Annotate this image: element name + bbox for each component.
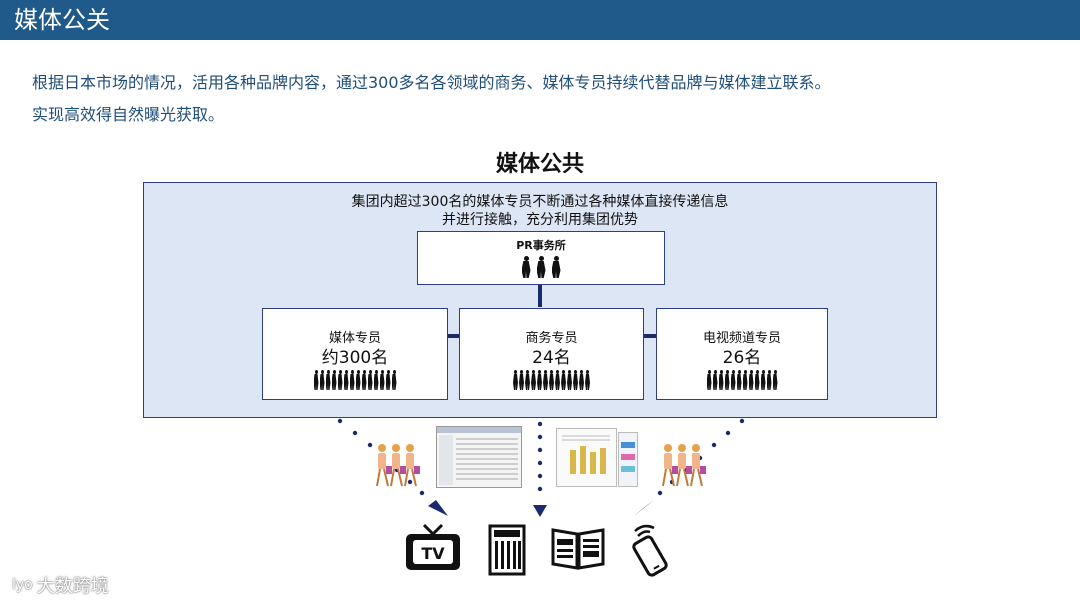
watermark-text: 大数跨境 <box>36 576 109 597</box>
watermark: lyo 大数跨境 <box>12 572 109 598</box>
newspaper-icon <box>488 524 526 576</box>
role-box-business: 商务专员 24名 <box>459 308 644 400</box>
pr-office-label: PR事务所 <box>516 239 566 252</box>
header-bar: 媒体公关 <box>0 0 1080 40</box>
crowd-icon <box>657 370 827 390</box>
tv-icon: TV <box>406 523 460 570</box>
role-count: 24名 <box>532 348 571 368</box>
group-description: 集团内超过300名的媒体专员不断通过各种媒体直接传递信息 并进行接触，充分利用集… <box>143 193 937 229</box>
group-description-line-1: 集团内超过300名的媒体专员不断通过各种媒体直接传递信息 <box>351 194 729 210</box>
connector-right <box>644 334 656 338</box>
watermark-logo: lyo <box>12 577 33 593</box>
role-box-tv: 电视频道专员 26名 <box>656 308 828 400</box>
connector-left <box>448 334 459 338</box>
shoppers-illustration-icon <box>376 444 420 487</box>
group-description-line-2: 并进行接触，充分利用集团优势 <box>442 212 638 228</box>
role-name: 电视频道专员 <box>702 331 781 346</box>
tv-label: TV <box>421 544 445 563</box>
businesspeople-icon <box>418 256 664 278</box>
spreadsheet-thumbnail <box>436 426 522 488</box>
crowd-icon <box>263 370 447 390</box>
intro-line-1: 根据日本市场的情况，活用各种品牌内容，通过300多名各领域的商务、媒体专员持续代… <box>32 73 831 92</box>
smartphone-icon <box>632 524 668 577</box>
connector-vertical <box>538 285 542 307</box>
role-count: 26名 <box>722 348 762 368</box>
magazine-icon <box>551 528 605 570</box>
role-box-media: 媒体专员 约300名 <box>262 308 448 400</box>
crowd-icon <box>460 370 643 390</box>
page-title: 媒体公关 <box>14 6 110 34</box>
role-name: 媒体专员 <box>328 331 381 346</box>
shoppers-illustration-icon <box>662 444 706 487</box>
role-name: 商务专员 <box>525 331 578 346</box>
intro-line-2: 实现高效得自然曝光获取。 <box>32 105 225 124</box>
pr-office-box: PR事务所 <box>417 231 665 285</box>
diagram-title: 媒体公共 <box>495 152 584 177</box>
report-thumbnail <box>556 428 638 487</box>
role-count: 约300名 <box>321 348 389 368</box>
